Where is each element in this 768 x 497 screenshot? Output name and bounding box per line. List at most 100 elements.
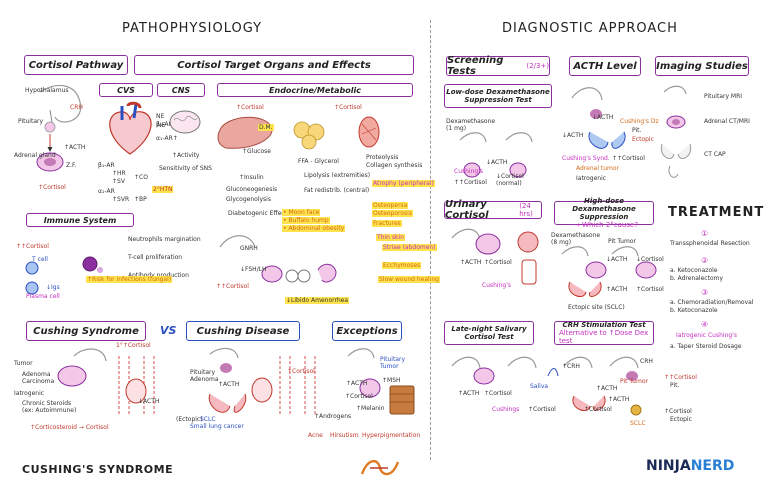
diag-cortisol-l-label: ↑↑Cortisol: [612, 155, 645, 162]
endo-atrophy-label: Atrophy (peripheral): [372, 180, 435, 187]
exceptions-acne-label: Acne: [308, 432, 323, 439]
crh-label: CRH: [70, 104, 83, 111]
endo-ecchymoses-label: Ecchymoses: [382, 262, 422, 269]
treatment-t4a: a. Taper Steroid Dosage: [670, 343, 742, 350]
diag-adrenalct-label: Adrenal CT/MRI: [704, 118, 750, 125]
treatment-t3b: b. Ketoconazole: [670, 307, 718, 314]
gonad-figure: [219, 235, 337, 283]
immune-igs-label: ↓Igs: [46, 284, 60, 291]
immune-neutrophils-label: Neutrophils margination: [128, 236, 201, 243]
endo-moonface-label: • Moon face: [282, 209, 321, 216]
endo-fatredist-label: Fat redistrib. (central): [304, 187, 370, 194]
disease-acth-label: ↑ACTH: [218, 381, 240, 388]
cvs-a1ar-top: α₁-AR↑: [156, 135, 178, 142]
diag-crh-acth2-label: ↑ACTH: [608, 396, 630, 403]
cvs-b1ar-top: β₁-AR↑: [156, 121, 178, 128]
diag-pitmri-label: Pituitary MRI: [704, 93, 743, 100]
low-dose-figure: [459, 132, 533, 178]
syndrome-figure: [57, 348, 155, 416]
immune-tcell-prolif-label: T-cell proliferation: [128, 254, 183, 261]
diag-hd-cortisol2-label: ↑Cortisol: [636, 286, 664, 293]
diag-crh-crh2-label: CRH: [640, 358, 653, 365]
treatment-t2b: b. Adrenalectomy: [670, 275, 724, 282]
exceptions-hirsutism-label: Hirsutism: [330, 432, 359, 439]
endo-dm-label: D.M.: [258, 124, 274, 131]
ninja-nerd-logo: NINJANERD: [646, 458, 734, 474]
pathway-cortisol-label: ↑Cortisol: [38, 184, 66, 191]
treatment-n2: ②: [701, 256, 709, 265]
diag-crh-r-cortisol2-label: ↑Cortisol: [664, 408, 692, 415]
pathway-figure: [36, 84, 82, 172]
diag-dexa-label: Dexamethasone (1 mg): [446, 118, 496, 132]
diag-urine-cortisol-label: ↑Cortisol: [484, 259, 512, 266]
endo-cortisol3-label: ↑↑Cortisol: [216, 283, 249, 290]
disease-pit-label: Pituitary Adenoma: [190, 369, 219, 383]
endo-osteopenia-label: Osteopenia: [372, 202, 409, 209]
endo-osteoporosis-label: Osteoporosis: [372, 210, 413, 217]
treatment-t1: Transsphenoidal Resection: [670, 240, 750, 247]
cvs-a1-label: α₁-AR: [98, 188, 115, 195]
cns-sensitivity-label: Sensitivity of SNS: [159, 165, 212, 172]
disease-smalllung-label: Small lung cancer: [190, 423, 244, 430]
cushing-syndrome-box: Cushing Syndrome: [26, 321, 146, 341]
treatment-n4: ④: [701, 320, 709, 329]
diag-ln-acth-label: ↑ACTH: [458, 390, 480, 397]
diag-hd-ectopic-label: Ectopic site (SCLC): [568, 304, 625, 311]
endo-insulin-label: ↑Insulin: [239, 174, 264, 181]
crh-figure: [563, 356, 642, 416]
imaging-box: Imaging Studies: [655, 56, 749, 76]
signature-logo: [360, 460, 400, 476]
diag-crh-cortisol-label: ↑Cortisol: [584, 406, 612, 413]
disease-ectopic-label: (Ectopic): [176, 416, 203, 423]
diag-cushings-label: Cushing's: [454, 168, 483, 175]
syndrome-iatrogenic-label: Iatrogenic: [14, 390, 45, 397]
vs-label: VS: [160, 324, 177, 337]
treatment-header: TREATMENT: [668, 205, 765, 220]
cvs-ne-label: NE: [156, 113, 165, 120]
cvs-svr-label: ↑SVR: [112, 196, 130, 203]
endo-lipolysis-label: Lipolysis (extremities): [304, 172, 371, 179]
exceptions-box: Exceptions: [332, 321, 402, 341]
exceptions-cortisol-label: ↑Cortisol: [345, 393, 373, 400]
hypothalamus-label: Hypothalamus: [25, 87, 69, 94]
cortisol-pathway-box: Cortisol Pathway: [24, 55, 128, 75]
pituitary-label: Pituitary: [18, 118, 44, 125]
diag-crh-acth-label: ↑ACTH: [596, 385, 618, 392]
cvs-htn-label: 2°HTN: [152, 186, 174, 193]
exceptions-acth-label: ↑ACTH: [346, 380, 368, 387]
cns-ne-left: NE: [157, 122, 166, 129]
high-dose-box: High-dose Dexamethasone Suppression→ Whi…: [554, 197, 654, 229]
diag-crh-sclc-label: SCLC: [630, 420, 646, 427]
exceptions-figure: [347, 348, 415, 415]
immune-cortisol-label: ↑↑Cortisol: [16, 243, 49, 250]
syndrome-adenoma-label: Adenoma Carcinoma: [22, 371, 55, 385]
immune-risk-label: ↑Risk for infections (fungal): [86, 276, 173, 283]
exceptions-melanin-label: ↑Melanin: [356, 405, 385, 412]
syndrome-tumor-label: Tumor: [14, 360, 33, 367]
diag-crh-r-ectopic-label: Ectopic: [670, 416, 692, 423]
exceptions-pit-label: Pituitary Tumor: [380, 356, 406, 370]
diag-cortisol-high-label: ↑↑Cortisol: [454, 179, 487, 186]
endo-glucose-label: ↑Glucose: [242, 148, 271, 155]
endo-slowhealing-label: Slow wound healing: [378, 276, 440, 283]
immune-cells-figure: [25, 256, 103, 295]
acth-level-figure: [571, 87, 626, 149]
cns-box: CNS: [157, 83, 205, 97]
endo-ffa-label: FFA - Glycerol: [298, 158, 339, 165]
endo-thinskin-label: Thin skin: [376, 234, 405, 241]
immune-tcell-label: T cell: [32, 256, 48, 263]
low-dose-box: Low-dose Dexamethasone Suppression Test: [444, 84, 552, 108]
late-night-box: Late-night Salivary Cortisol Test: [444, 321, 534, 345]
endo-striae-label: Striae (abdomen): [382, 244, 437, 251]
endo-proteolysis-label: Proteolysis: [366, 154, 399, 161]
muscle-figure: [358, 116, 380, 148]
diag-hd-cortisol-label: ↓Cortisol: [636, 256, 664, 263]
zf-label: Z.F.: [66, 162, 77, 169]
diag-pit-label: Pit.: [632, 127, 642, 134]
diag-urine-cushings-label: Cushing's: [482, 282, 511, 289]
endo-collagen-label: Collagen synthesis: [366, 162, 423, 169]
endo-cortisol-label: ↑Cortisol: [236, 104, 264, 111]
endo-buffalo-label: • Buffalo hump: [282, 217, 330, 224]
cvs-hr-label: ↑HR: [112, 170, 126, 177]
acth-level-box: ACTH Level: [569, 56, 641, 76]
